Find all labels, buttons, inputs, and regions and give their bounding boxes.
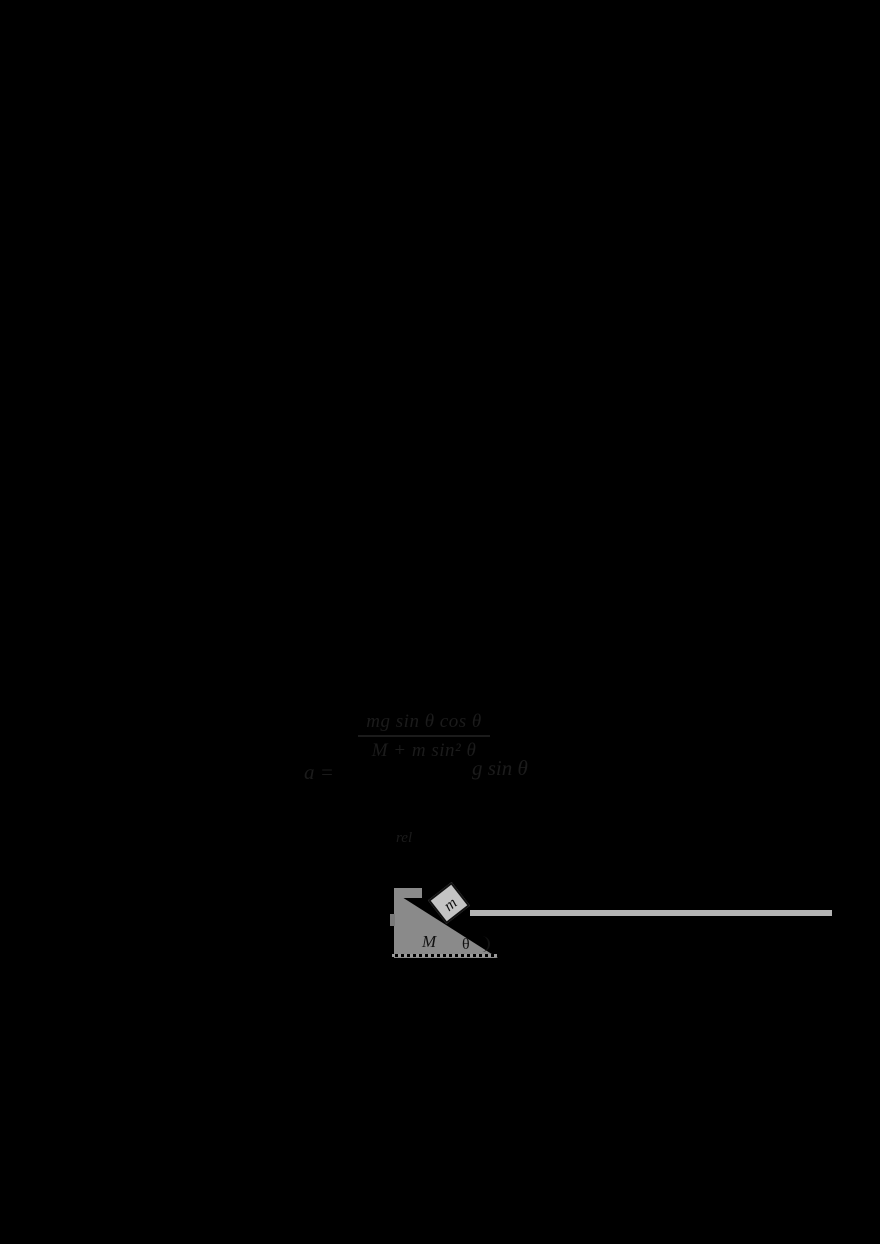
formula-tail-term: g sin θ <box>472 756 528 780</box>
angle-arc-icon <box>474 936 490 952</box>
formula-left-hand-side: a = <box>304 760 334 784</box>
formula-denominator: M + m sin² θ <box>371 739 477 761</box>
ground-hatching-icon <box>392 954 500 957</box>
fraction-bar-icon <box>358 734 490 737</box>
wedge-top-shelf <box>394 888 422 898</box>
formula-numerator: mg sin θ cos θ <box>366 711 482 732</box>
inclined-plane-diagram: m M θ <box>386 880 846 970</box>
horizontal-ground-line <box>470 910 832 916</box>
formula-expression: a = mg sin θ cos θ M + m sin² θ g sin θ … <box>300 712 600 862</box>
incline-angle-label: θ <box>462 936 470 953</box>
wedge-mass-label: M <box>422 932 437 951</box>
formula-fraction: mg sin θ cos θ M + m sin² θ <box>358 712 490 761</box>
formula-subscript-note: rel <box>396 830 413 846</box>
wedge-left-edge-marker <box>390 914 395 926</box>
